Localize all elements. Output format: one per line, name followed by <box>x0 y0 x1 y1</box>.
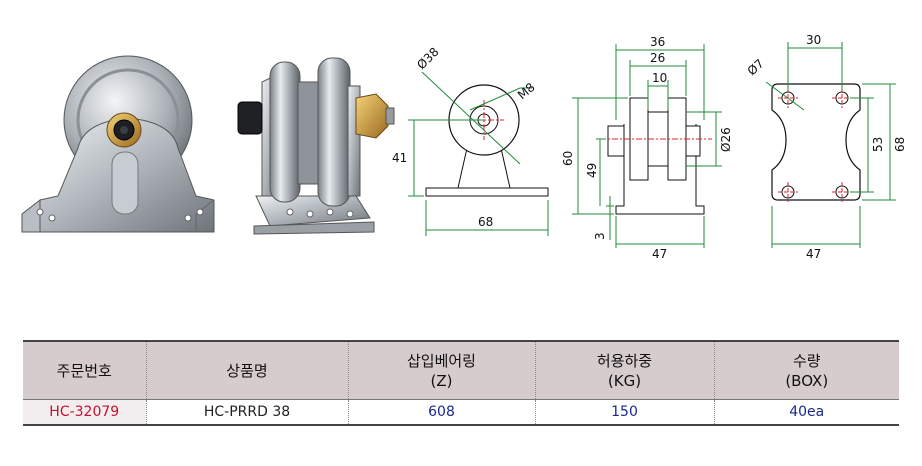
side-base-thickness-label: 3 <box>593 232 607 240</box>
header-product-name: 상품명 <box>146 340 349 400</box>
spec-table: 주문번호 상품명 삽입베어링(Z) 허용하중(KG) 수량(BOX) HC-32… <box>23 340 899 426</box>
header-load: 허용하중(KG) <box>535 340 715 400</box>
base-hole-diameter-label: Ø7 <box>745 56 767 78</box>
base-view-drawing: 30 Ø7 53 68 47 <box>745 33 907 261</box>
cell-order-no: HC-32079 <box>23 399 147 426</box>
product-photo-front <box>21 55 215 233</box>
side-wheel-diameter-label: Ø26 <box>719 127 733 152</box>
table-row: HC-32079 HC-PRRD 38 608 150 40ea <box>23 399 899 426</box>
side-wheel-width-label: 26 <box>650 51 665 65</box>
side-overall-width-label: 36 <box>650 35 665 49</box>
side-height-label: 60 <box>561 151 575 166</box>
header-order-no: 주문번호 <box>23 340 147 400</box>
product-photo-side <box>237 57 395 235</box>
front-diameter-label: Ø38 <box>414 45 441 72</box>
front-view-drawing: Ø38 M8 41 68 <box>392 45 549 236</box>
cell-bearing: 608 <box>348 399 536 426</box>
base-hole-spacing-x-label: 30 <box>806 33 821 47</box>
side-view-drawing: 36 26 10 60 49 Ø26 3 47 <box>561 35 733 261</box>
base-hole-spacing-y-label: 53 <box>871 137 885 152</box>
base-plate-length-label: 68 <box>893 137 907 152</box>
header-bearing: 삽입베어링(Z) <box>348 340 536 400</box>
header-quantity: 수량(BOX) <box>714 340 899 400</box>
front-thread-label: M8 <box>515 80 538 102</box>
cell-quantity: 40ea <box>714 399 899 426</box>
side-base-width-label: 47 <box>652 247 667 261</box>
side-axle-height-label: 49 <box>585 163 599 178</box>
side-groove-width-label: 10 <box>652 71 667 85</box>
cell-load: 150 <box>535 399 715 426</box>
base-plate-width-label: 47 <box>806 247 821 261</box>
front-width-label: 68 <box>478 215 493 229</box>
front-height-label: 41 <box>392 151 407 165</box>
product-figure: Ø38 M8 41 68 <box>21 33 907 261</box>
cell-product-name: HC-PRRD 38 <box>146 399 349 426</box>
spec-table-header-row: 주문번호 상품명 삽입베어링(Z) 허용하중(KG) 수량(BOX) <box>23 340 899 400</box>
